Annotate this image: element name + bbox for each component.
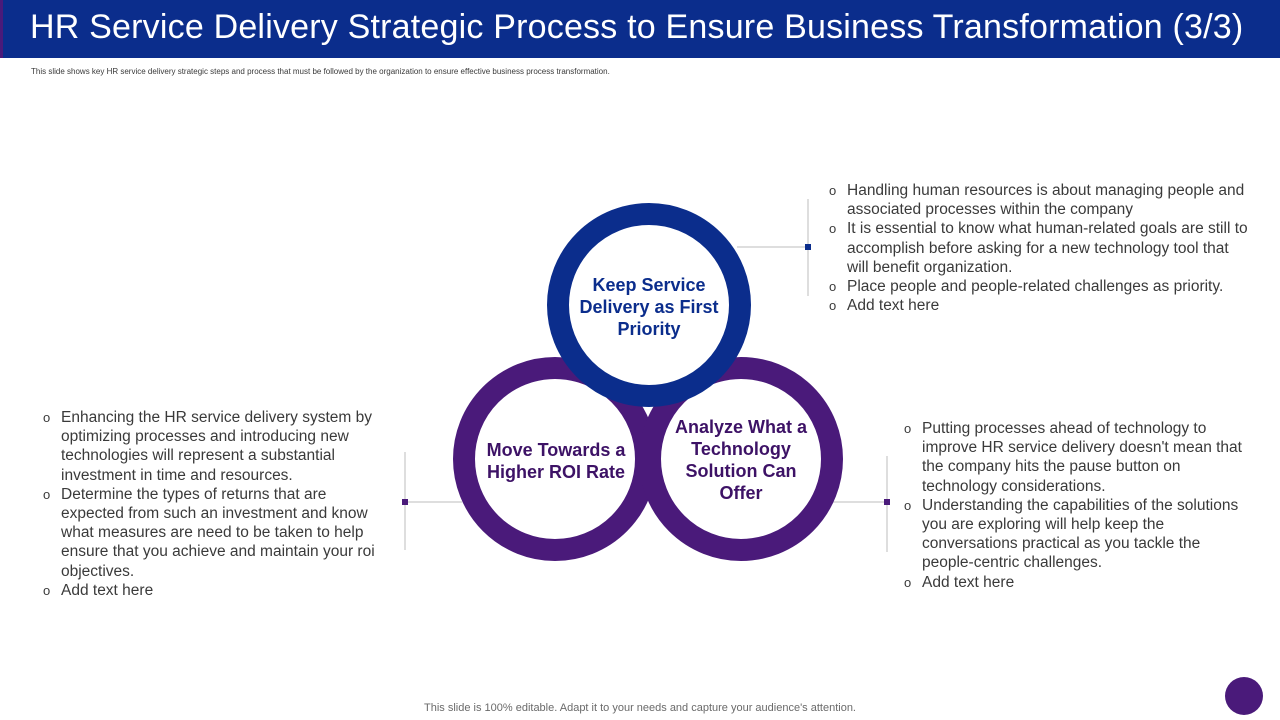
footer-note: This slide is 100% editable. Adapt it to… (424, 702, 856, 714)
title-bar (0, 0, 1280, 58)
bullet-item: Add text here (43, 581, 388, 600)
connector-right-marker (884, 499, 890, 505)
circle-label-top: Keep Service Delivery as First Priority (579, 275, 719, 339)
bullet-item: Add text here (904, 573, 1249, 592)
bullet-list-right: Putting processes ahead of technology to… (904, 419, 1249, 592)
bullet-item: It is essential to know what human-relat… (829, 219, 1249, 277)
bullet-item: Putting processes ahead of technology to… (904, 419, 1249, 496)
circle-label-right: Analyze What a Technology Solution Can O… (674, 417, 808, 503)
bullet-item: Understanding the capabilities of the so… (904, 496, 1249, 573)
bullet-item: Enhancing the HR service delivery system… (43, 408, 388, 485)
bullet-list-top: Handling human resources is about managi… (829, 181, 1249, 316)
circle-label-left: Move Towards a Higher ROI Rate (486, 440, 626, 482)
bullet-item: Place people and people-related challeng… (829, 277, 1249, 296)
bullet-item: Determine the types of returns that are … (43, 485, 388, 581)
title-bar-accent (0, 0, 3, 58)
ring-right (639, 357, 843, 561)
bullet-list-left: Enhancing the HR service delivery system… (43, 408, 388, 600)
slide-subtitle: This slide shows key HR service delivery… (31, 67, 610, 76)
bullet-item: Add text here (829, 296, 1249, 315)
connector-left-marker (402, 499, 408, 505)
corner-decoration (1225, 677, 1263, 715)
bullet-item: Handling human resources is about managi… (829, 181, 1249, 219)
connector-top-marker (805, 244, 811, 250)
ring-top (547, 203, 751, 407)
slide-title: HR Service Delivery Strategic Process to… (30, 8, 1244, 46)
